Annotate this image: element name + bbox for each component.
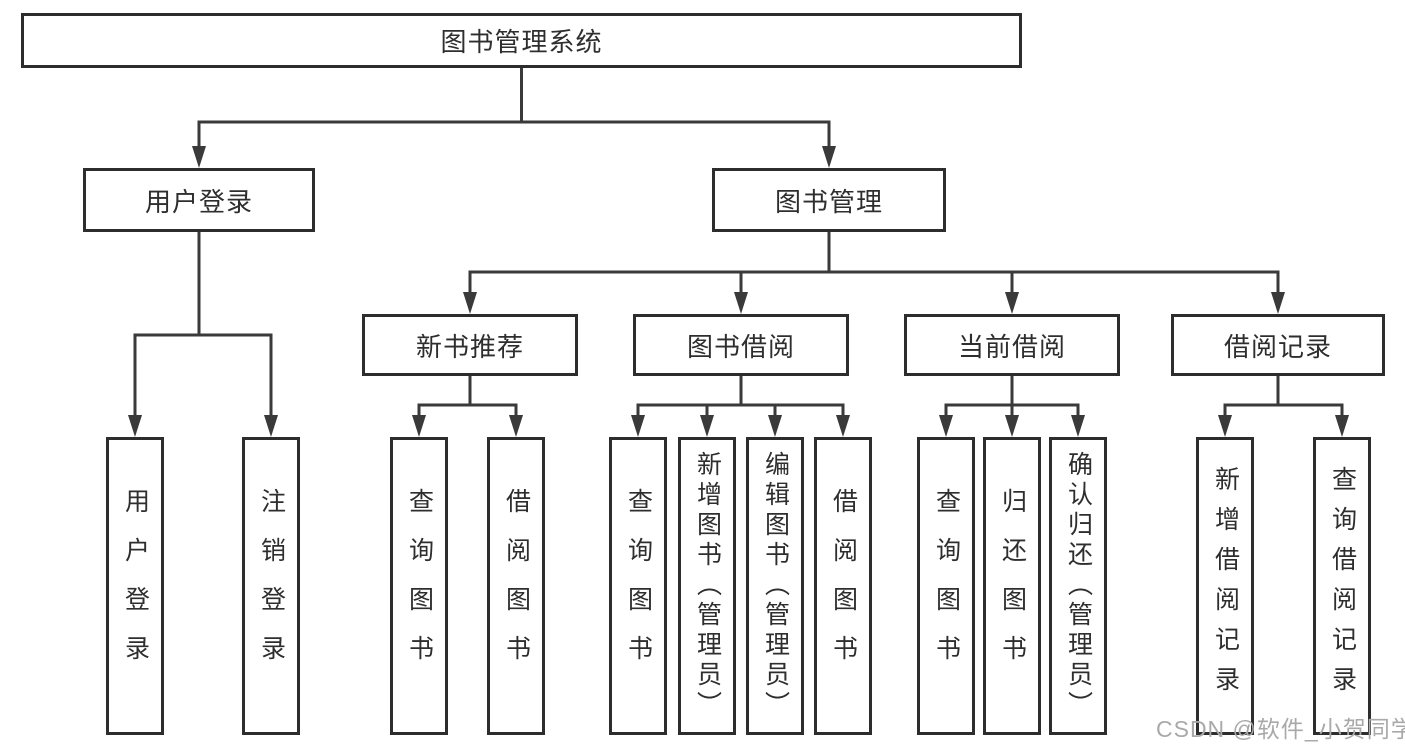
leaf-label: 确认归还（管理员） — [1064, 451, 1093, 721]
node-label: 图书管理 — [774, 186, 883, 217]
arrowhead — [509, 415, 523, 437]
leaf-query-borrow-record: 查询借阅记录 — [1313, 437, 1371, 735]
node-label: 图书管理系统 — [440, 27, 603, 57]
leaf-return-books: 归还图书 — [983, 437, 1041, 735]
arrowhead — [1005, 415, 1019, 437]
arrowhead — [1071, 415, 1085, 437]
leaf-label: 查询借阅记录 — [1328, 466, 1357, 706]
leaf-label: 用户登录 — [121, 488, 150, 684]
connector-new-book-recommendation-to-leaves — [412, 374, 523, 437]
node-label: 用户登录 — [144, 186, 253, 217]
node-book-management: 图书管理 — [712, 168, 946, 232]
node-label: 图书借阅 — [686, 331, 795, 362]
arrowhead — [836, 415, 850, 437]
connector-line — [468, 230, 1280, 298]
arrowhead — [463, 292, 477, 314]
node-root: 图书管理系统 — [21, 13, 1022, 68]
leaf-label: 查询图书 — [932, 488, 961, 684]
leaf-query-books: 查询图书 — [917, 437, 975, 735]
connector-user-login-to-leaves — [128, 230, 278, 437]
node-new-book-recommendation: 新书推荐 — [362, 314, 578, 376]
arrowhead — [1005, 292, 1019, 314]
arrowhead — [939, 415, 953, 437]
arrowhead — [128, 415, 142, 437]
watermark-text: CSDN @软件_小贺同学 — [1156, 716, 1405, 742]
node-label: 借阅记录 — [1223, 331, 1332, 362]
leaf-add-borrow-record: 新增借阅记录 — [1196, 437, 1254, 735]
leaf-label: 注销登录 — [257, 488, 286, 684]
node-label: 当前借阅 — [957, 331, 1066, 362]
leaf-edit-books-admin: 编辑图书（管理员） — [746, 437, 804, 735]
leaf-query-books: 查询图书 — [390, 437, 448, 735]
arrowhead — [631, 415, 645, 437]
node-user-login: 用户登录 — [83, 168, 315, 232]
connector-current-borrowing-to-leaves — [939, 374, 1085, 437]
connector-line — [636, 374, 845, 423]
leaf-confirm-return-admin: 确认归还（管理员） — [1049, 437, 1107, 735]
leaf-label: 新增图书（管理员） — [693, 451, 722, 721]
leaf-label: 编辑图书（管理员） — [761, 451, 790, 721]
leaf-add-books-admin: 新增图书（管理员） — [678, 437, 736, 735]
leaf-label: 借阅图书 — [502, 488, 531, 684]
node-book-borrowing: 图书借阅 — [633, 314, 849, 376]
leaf-user-login: 用户登录 — [106, 437, 164, 735]
leaf-label: 归还图书 — [998, 488, 1027, 684]
connector-line — [417, 374, 518, 423]
leaf-query-books: 查询图书 — [609, 437, 667, 735]
arrowhead — [734, 292, 748, 314]
connector-line — [1223, 374, 1344, 423]
leaf-borrow-books: 借阅图书 — [487, 437, 545, 735]
leaf-logout-login: 注销登录 — [242, 437, 300, 735]
arrowhead — [1218, 415, 1232, 437]
connector-book-borrowing-to-leaves — [631, 374, 850, 437]
connector-book-management-to-level3 — [463, 230, 1285, 314]
arrowhead — [412, 415, 426, 437]
leaf-label: 新增借阅记录 — [1211, 466, 1240, 706]
arrowhead — [1271, 292, 1285, 314]
leaf-label: 查询图书 — [405, 488, 434, 684]
arrowhead — [1335, 415, 1349, 437]
connector-root-to-level2 — [192, 66, 836, 168]
leaf-label: 借阅图书 — [829, 488, 858, 684]
connector-line — [133, 230, 273, 423]
arrowhead — [768, 415, 782, 437]
arrowhead — [264, 415, 278, 437]
connector-line — [197, 66, 831, 154]
leaf-borrow-books: 借阅图书 — [814, 437, 872, 735]
arrowhead — [822, 146, 836, 168]
node-current-borrowing: 当前借阅 — [904, 314, 1120, 376]
node-label: 新书推荐 — [415, 331, 524, 362]
arrowhead — [700, 415, 714, 437]
arrowhead — [192, 146, 206, 168]
connector-line — [944, 374, 1080, 423]
leaf-label: 查询图书 — [624, 488, 653, 684]
node-borrowing-records: 借阅记录 — [1171, 314, 1385, 376]
connector-borrowing-records-to-leaves — [1218, 374, 1349, 437]
